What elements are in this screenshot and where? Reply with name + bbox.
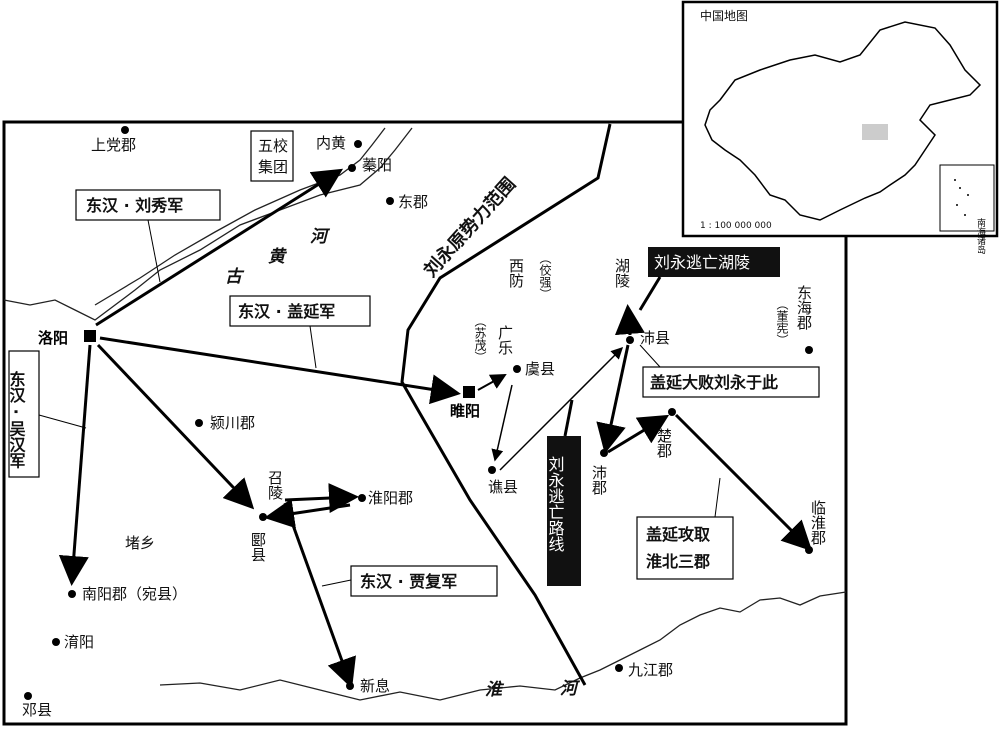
arrow-chu-linhuai	[674, 413, 813, 552]
label-nanyang: 南阳郡（宛县）	[82, 585, 187, 603]
arrow-suiyang-yuxian	[477, 374, 507, 391]
label-chujun: 楚郡	[655, 428, 673, 458]
river-label-huang: 黄	[268, 247, 288, 267]
river-label-huai: 淮	[485, 680, 505, 700]
label-yanxian: 郾县	[249, 532, 267, 562]
box-wuhan-text: 东汉 · 吴汉军	[7, 370, 26, 469]
label-yingchuan: 颍川郡	[210, 414, 255, 432]
inset-title: 中国地图	[700, 8, 748, 23]
arrow-pei-peijun	[596, 344, 630, 454]
paren-labels: （佼强） （苏茂） （董宪）	[473, 252, 789, 363]
label-huaiyang: 淮阳郡	[368, 489, 413, 507]
arrow-yuxian-qiao	[491, 384, 513, 462]
inset-highlight	[862, 124, 888, 140]
label-dengxian: 邓县	[22, 701, 52, 719]
label-donghai: 东海郡	[795, 285, 813, 330]
label-qiaoxian: 谯县	[488, 478, 518, 496]
dark-box-liuyong-flee	[648, 247, 780, 277]
arrow-jiafu	[283, 502, 356, 689]
huai-river	[159, 591, 847, 701]
inset-scale: 1 : 100 000 000	[700, 221, 772, 231]
vertical-labels: 召陵 郾县 西防 广乐 湖陵 沛郡 楚郡 东海郡 临淮郡	[249, 258, 827, 562]
label-xiyang: 淯阳	[64, 633, 94, 651]
label-shangdang: 上党郡	[91, 136, 136, 154]
luoyang-capital-marker	[84, 330, 96, 342]
box-huaibei-line2: 淮北三郡	[646, 552, 710, 571]
dark-box-route	[547, 436, 581, 586]
label-zhaoling: 召陵	[266, 470, 284, 500]
label-jiaqiang: （佼强）	[538, 252, 552, 300]
yellow-river-south-bank	[3, 127, 413, 321]
dark-box-liuyong-flee-text: 刘永逃亡湖陵	[654, 253, 750, 272]
dark-box-route-text: 刘永逃亡路线	[546, 456, 565, 552]
label-peixian: 沛县	[640, 329, 670, 347]
inset-south-sea-label: 南海诸岛	[975, 217, 986, 255]
label-sumao: （苏茂）	[473, 315, 487, 363]
box-wuxiao-line1: 五校	[258, 137, 288, 155]
liu-yong-range-boundary	[400, 123, 612, 686]
box-defeat-text: 盖延大败刘永于此	[650, 373, 778, 392]
label-guangle: 广乐	[496, 325, 514, 355]
river-label-huai-he: 河	[560, 679, 581, 699]
box-jiafu-text: 东汉 · 贾复军	[360, 572, 457, 591]
arrow-wuhan	[58, 344, 92, 586]
arrow-to-yanxian	[96, 343, 255, 510]
box-huaibei	[636, 516, 734, 580]
label-peijun: 沛郡	[590, 465, 608, 495]
label-dongxian: （董宪）	[775, 298, 789, 346]
label-xifang: 西防	[507, 258, 525, 289]
label-suiyang: 睢阳	[450, 402, 480, 420]
box-wuhan	[8, 350, 40, 478]
box-wuxiao	[250, 130, 294, 182]
label-dongjun: 东郡	[398, 193, 428, 211]
label-xinxi: 新息	[360, 677, 390, 695]
box-wuxiao-line2: 集团	[258, 158, 288, 176]
box-defeat	[642, 366, 820, 398]
box-gaiyan	[229, 295, 371, 327]
box-gaiyan-text: 东汉 · 盖延军	[238, 302, 335, 321]
inset-south-sea-box	[939, 164, 995, 232]
arrow-to-huaiyang	[284, 483, 359, 514]
box-jiafu	[350, 565, 498, 597]
label-huling: 湖陵	[613, 258, 631, 288]
arrow-back-yanxian	[264, 498, 351, 529]
river-label-he: 河	[310, 227, 331, 247]
label-yuxian: 虞县	[525, 360, 555, 378]
river-label-gu: 古	[225, 267, 245, 287]
arrow-liuxiu	[95, 168, 344, 327]
label-neihuang: 内黄	[316, 134, 346, 152]
label-duxiang: 堵乡	[125, 534, 155, 552]
arrow-pei-huling	[614, 304, 645, 336]
inset-islands	[954, 179, 969, 216]
city-dots	[24, 126, 813, 700]
arrow-gaiyan-suiyang	[99, 336, 461, 405]
label-jiujiang: 九江郡	[628, 661, 673, 679]
arrow-qiao-pei	[499, 346, 624, 471]
inset-china-outline	[704, 21, 982, 221]
box-liuxiu-text: 东汉 · 刘秀军	[86, 196, 183, 215]
box-huaibei-line1: 盖延攻取	[646, 525, 710, 544]
box-liuxiu	[75, 189, 221, 221]
suiyang-capital-marker	[463, 386, 475, 398]
label-yeyang: 蓁阳	[362, 156, 392, 174]
label-linhuai: 临淮郡	[809, 500, 827, 545]
arrow-peijun-chu	[607, 414, 670, 454]
label-luoyang: 洛阳	[38, 329, 68, 347]
